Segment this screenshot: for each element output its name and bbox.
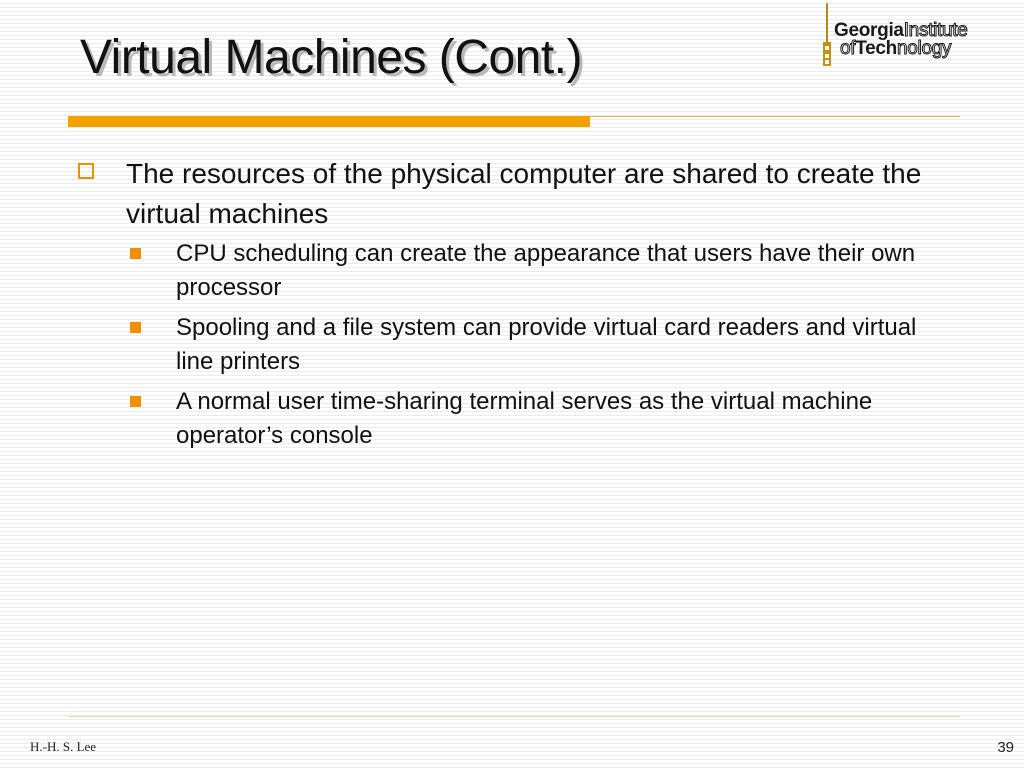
bullet-level1: The resources of the physical computer a… <box>74 154 954 234</box>
slide-title: Virtual Machines (Cont.) <box>80 31 582 84</box>
filled-square-bullet-icon <box>130 322 141 333</box>
slide-content: The resources of the physical computer a… <box>74 154 954 459</box>
page-number: 39 <box>997 739 1014 756</box>
logo-word-tech: Tech <box>855 38 897 59</box>
bullet-level2: CPU scheduling can create the appearance… <box>74 237 954 305</box>
logo-word-of: of <box>839 38 856 60</box>
footer-author: H.-H. S. Lee <box>30 739 97 754</box>
footer-divider <box>68 716 960 717</box>
logo-word-nology: nology <box>896 38 952 60</box>
bullet-level2: Spooling and a file system can provide v… <box>74 311 954 379</box>
filled-square-bullet-icon <box>130 396 141 407</box>
georgia-tech-logo: GeorgiaInstitute ofTechnology <box>818 2 1014 66</box>
tech-tower-icon <box>823 2 831 66</box>
title-underline-bar <box>68 116 590 127</box>
title-underline-thin <box>590 116 960 117</box>
logo-line-of-technology: ofTechnology <box>839 38 952 60</box>
logo-word-georgia: Georgia <box>834 20 904 41</box>
logo-word-institute: Institute <box>903 20 968 42</box>
bullet-level2-text: A normal user time-sharing terminal serv… <box>176 388 873 449</box>
bullet-level1-text: The resources of the physical computer a… <box>126 158 922 229</box>
logo-line-georgia-institute: GeorgiaInstitute <box>834 20 968 42</box>
hollow-square-bullet-icon <box>78 163 94 179</box>
bullet-level2-text: CPU scheduling can create the appearance… <box>176 240 916 301</box>
bullet-level2: A normal user time-sharing terminal serv… <box>74 385 954 453</box>
filled-square-bullet-icon <box>130 248 141 259</box>
bullet-level2-text: Spooling and a file system can provide v… <box>176 314 917 375</box>
